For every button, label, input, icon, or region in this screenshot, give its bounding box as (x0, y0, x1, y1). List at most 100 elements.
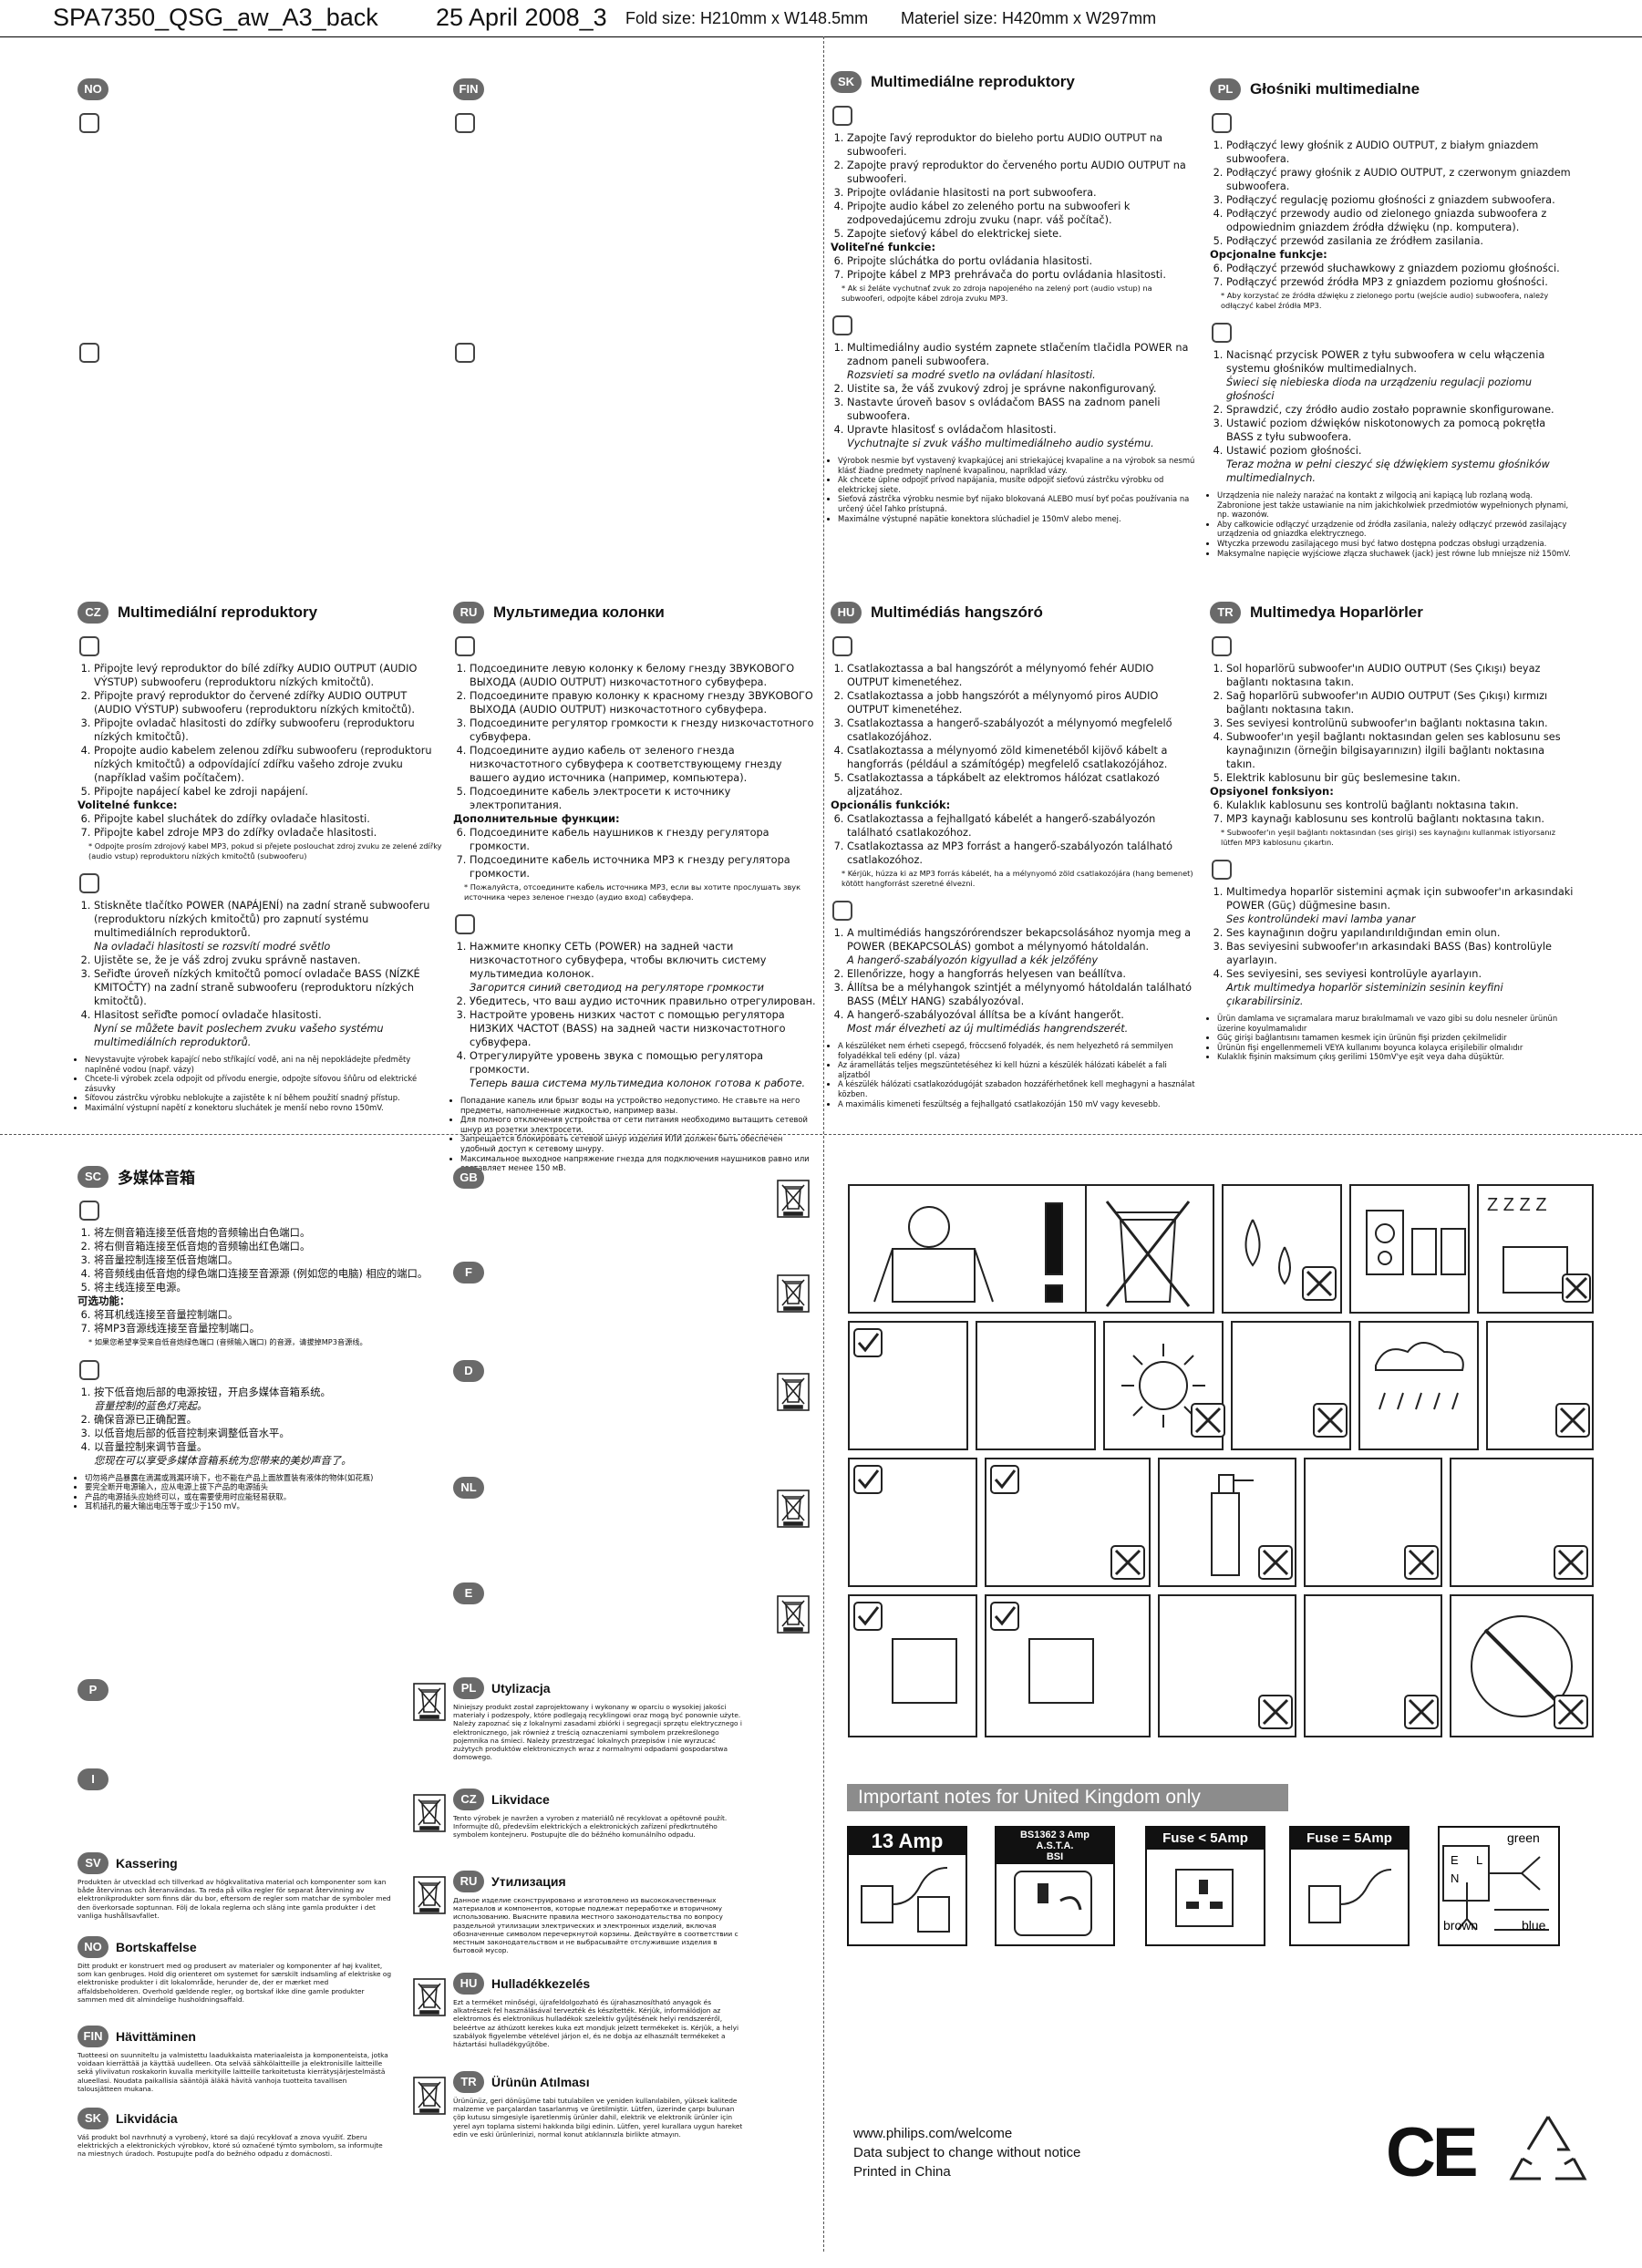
section-title: Мультимедиа колонки (493, 603, 665, 621)
step-item: Uistite sa, že váš zvukový zdroj je sprá… (847, 382, 1195, 396)
step-item: 将左侧音箱连接至低音炮的音频输出白色端口。 (94, 1226, 442, 1240)
lang-badge: HU (453, 1973, 484, 1995)
usage-steps: Stiskněte tlačítko POWER (NAPÁJENÍ) na z… (77, 899, 442, 1049)
step-item: Seřiďte úroveň nízkých kmitočtů pomocí o… (94, 967, 442, 1008)
lang-badge: CZ (77, 602, 108, 624)
step-result: Загорится синий светодиод на регуляторе … (470, 982, 764, 994)
step-item: Подсоедините левую колонку к белому гнез… (470, 662, 818, 689)
section-title: Multimédiás hangszóró (871, 603, 1043, 621)
mp3-note: * Subwoofer'ın yeşil bağlantı noktasında… (1221, 828, 1556, 847)
step-text: Stiskněte tlačítko POWER (NAPÁJENÍ) na z… (94, 900, 430, 939)
safety-bullet: Wtyczka przewodu zasilającego musi być ł… (1217, 539, 1575, 549)
pictogram-svg: Z Z Z Z (848, 1184, 1594, 1737)
step-item: Připojte pravý reproduktor do červené zd… (94, 689, 442, 716)
step-text: A multimédiás hangszórórendszer bekapcso… (847, 927, 1192, 953)
mp3-note: * Ak si želáte vychutnať zvuk zo zdroja … (842, 284, 1152, 303)
optional-heading: Volitelné funkce: (77, 799, 178, 811)
disposal-title: Kassering (116, 1856, 178, 1871)
step-text: Bas seviyesini subwoofer'ın arkasındaki … (1226, 941, 1552, 966)
step-item: Ses seviyesi kontrolünü subwoofer'ın bağ… (1226, 716, 1575, 730)
uk-bs1362-line3: BSI (1046, 1851, 1064, 1862)
optional-heading: Opcionális funkciók: (831, 799, 951, 811)
safety-bullets: Попадание капель или брызг воды на устро… (453, 1096, 818, 1173)
step-item: 确保音源已正确配置。 (94, 1413, 442, 1427)
safety-bullet: Sieťová zástrčka výrobku nesmie byť nija… (838, 494, 1195, 513)
horizontal-fold-line (0, 1134, 1642, 1135)
uk-fuse-lt5-box: Fuse < 5Amp (1145, 1826, 1265, 1946)
lang-badge: SC (77, 1165, 108, 1188)
step-item: MP3 kaynağı kablosunu ses kontrolü bağla… (1226, 812, 1575, 826)
safety-bullet: A készüléket nem érheti csepegő, fröccse… (838, 1041, 1195, 1060)
lang-badge: RU (453, 1871, 484, 1892)
safety-bullet: Az áramellátás teljes megszüntetéséhez k… (838, 1060, 1195, 1079)
safety-bullet: Síťovou zástrčku výrobku neblokujte a za… (85, 1093, 442, 1103)
step-item: Upravte hlasitosť s ovládačom hlasitosti… (847, 423, 1195, 450)
step-text: Отрегулируйте уровень звука с помощью ре… (470, 1050, 764, 1076)
crossed-out-bin-icon (413, 1794, 446, 1832)
lang-badge: FIN (453, 78, 484, 100)
lang-badge: CZ (453, 1789, 484, 1810)
disposal-text: Данное изделие сконструировано и изготов… (453, 1896, 738, 1955)
step-item: 以低音炮后部的低音控制来调整低音水平。 (94, 1427, 442, 1440)
step-text: Убедитесь, что ваш аудио источник правил… (470, 995, 816, 1007)
step-item: Kulaklık kablosunu ses kontrolü bağlantı… (1226, 799, 1575, 812)
optional-heading: Opsiyonel fonksiyon: (1210, 785, 1334, 798)
footer-url[interactable]: www.philips.com/welcome (853, 2126, 1013, 2141)
step-item: Подсоедините кабель электросети к источн… (470, 785, 818, 812)
step-box-icon (832, 636, 852, 656)
lang-badge: PL (1210, 78, 1241, 100)
step-text: Ses kaynağının doğru yapılandırıldığında… (1226, 927, 1501, 939)
doc-date: 25 April 2008_3 (436, 4, 607, 31)
step-item: Подсоедините кабель наушников к гнезду р… (470, 826, 818, 853)
wire-brown-label: brown (1443, 1918, 1478, 1933)
safety-bullet: Chcete-li výrobek zcela odpojit od přívo… (85, 1074, 442, 1093)
footer: www.philips.com/welcome Data subject to … (853, 2124, 1080, 2181)
crossed-out-bin-icon (413, 2077, 446, 2115)
no-cart-tip-icon (1450, 1594, 1594, 1737)
disposal-text: Tento výrobek je navržen a vyroben z mat… (453, 1814, 728, 1840)
step-text: 以音量控制来调节音量。 (94, 1440, 208, 1453)
vertical-fold-line (823, 36, 824, 2252)
setup-steps: Zapojte ľavý reproduktor do bieleho port… (831, 131, 1195, 241)
no-direct-sun-icon (1103, 1321, 1224, 1450)
no-heat-source-icon (1231, 1321, 1351, 1450)
footer-origin: Printed in China (853, 2164, 951, 2180)
step-item: Podłączyć regulację poziomu głośności z … (1226, 193, 1575, 207)
step-item: Zapojte pravý reproduktor do červeného p… (847, 159, 1195, 186)
step-item: Podłączyć przewód słuchawkowy z gniazdem… (1226, 262, 1575, 275)
crossed-out-bin-icon (413, 1876, 446, 1914)
step-result: Rozsvieti sa modré svetlo na ovládaní hl… (847, 369, 1096, 381)
usage-steps: Multimedya hoparlör sistemini açmak için… (1210, 885, 1575, 1008)
usage-steps: 按下低音炮后部的电源按钮，开启多媒体音箱系统。音量控制的蓝色灯亮起。确保音源已正… (77, 1386, 442, 1468)
crossed-out-bin-icon (777, 1595, 810, 1634)
safety-bullet: Aby całkowicie odłączyć urządzenie od źr… (1217, 520, 1575, 539)
step-text: Ujistěte se, že je váš zdroj zvuku správ… (94, 954, 361, 966)
step-item: Подсоедините регулятор громкости к гнезд… (470, 716, 818, 744)
safety-bullet: Kulaklık fişinin maksimum çıkış gerilimi… (1217, 1052, 1575, 1062)
safety-bullet: Maksymalne napięcie wyjściowe złącza słu… (1217, 549, 1575, 559)
step-text: 确保音源已正确配置。 (94, 1413, 197, 1426)
step-item: Zapojte sieťový kábel do elektrickej sie… (847, 227, 1195, 241)
step-item: Csatlakoztassa a fejhallgató kábelét a h… (847, 812, 1195, 840)
no-spray-icon (1158, 1458, 1296, 1587)
fuse-plug-icon (1014, 1871, 1092, 1936)
optional-heading: 可选功能： (77, 1294, 130, 1307)
disposal-text: Niniejszy produkt został zaprojektowany … (453, 1703, 742, 1762)
plug-in-wall-icon (848, 1594, 977, 1737)
step-box-icon (455, 343, 475, 363)
step-box-icon (832, 901, 852, 921)
lang-badge: SK (77, 2108, 108, 2129)
step-text: Seřiďte úroveň nízkých kmitočtů pomocí o… (94, 968, 420, 1007)
lang-badge: I (77, 1768, 108, 1790)
step-text: Multimedya hoparlör sistemini açmak için… (1226, 886, 1574, 912)
adapter-plug-icon (985, 1594, 1151, 1737)
no-cable-pinch-icon (1158, 1594, 1296, 1737)
section-sc: SC多媒体音箱将左侧音箱连接至低音炮的音频输出白色端口。将右侧音箱连接至低音炮的… (77, 1165, 442, 1511)
step-text: Настройте уровень низких частот с помощь… (470, 1009, 786, 1048)
disposal-block: I (77, 1768, 114, 1790)
ce-mark-icon: CE (1386, 2114, 1479, 2191)
